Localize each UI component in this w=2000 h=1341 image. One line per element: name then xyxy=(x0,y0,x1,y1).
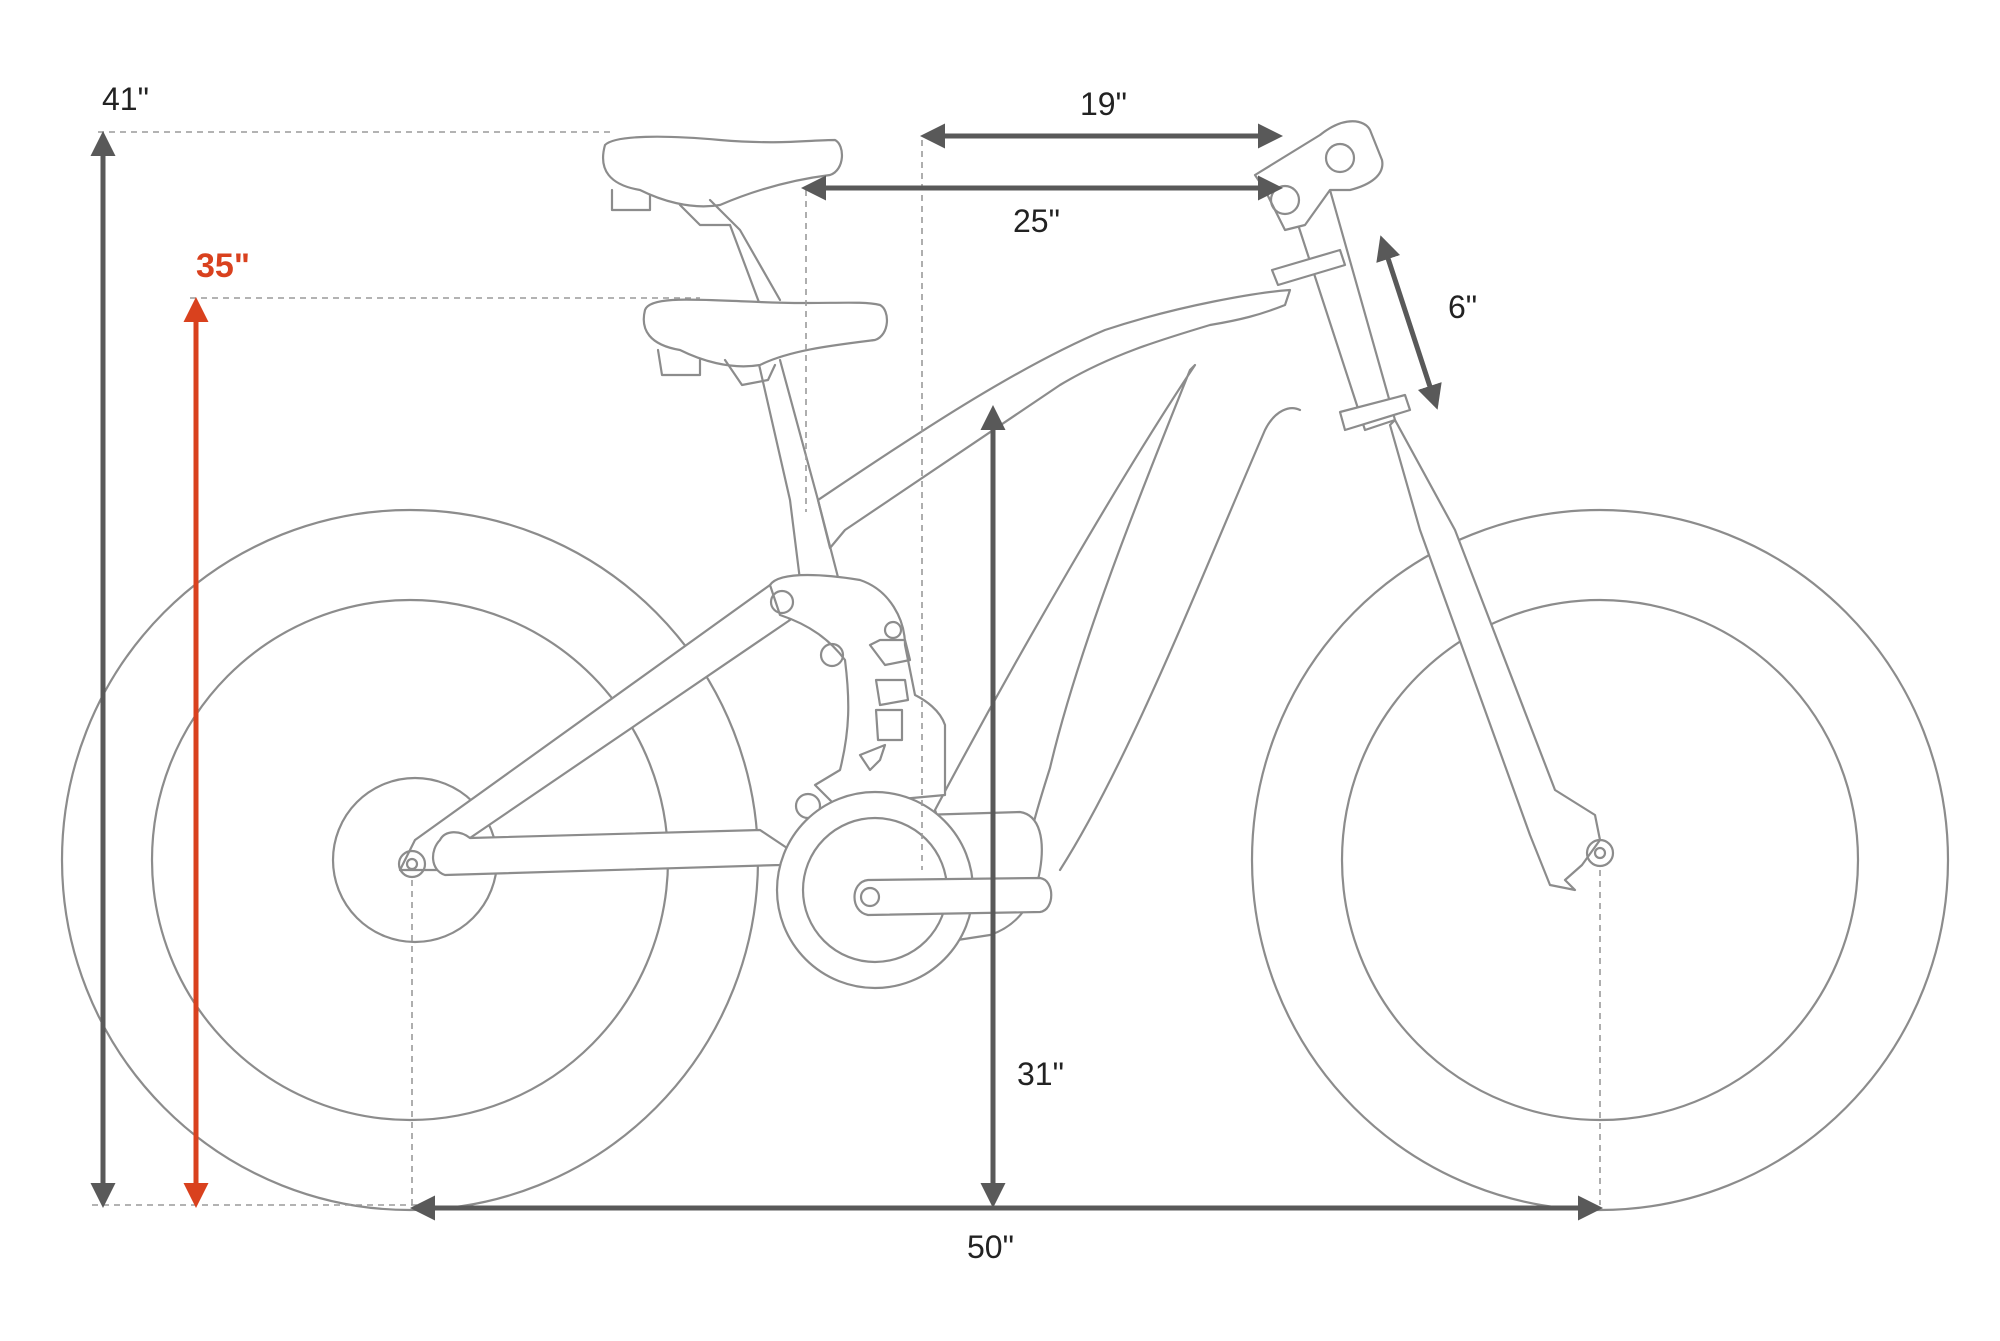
front-axle xyxy=(1585,838,1615,868)
reach-label: 19" xyxy=(1080,86,1127,122)
down-tube-outer xyxy=(1058,407,1302,872)
fork xyxy=(1388,418,1602,892)
rear-axle xyxy=(397,849,427,879)
suspension-linkage xyxy=(768,573,947,807)
seat-tube xyxy=(756,358,842,587)
saddle-low xyxy=(642,298,888,368)
stem-adjust-arrow xyxy=(1376,235,1442,410)
max-seat-height-label: 41" xyxy=(102,81,149,117)
min-seat-height-label: 35" xyxy=(196,247,250,285)
reference-lines xyxy=(92,131,1601,1206)
wheelbase-label: 50" xyxy=(967,1229,1014,1265)
head-tube xyxy=(1288,188,1397,432)
bike-illustration xyxy=(60,120,1950,1212)
main-frame xyxy=(816,288,1292,550)
stem-adjust-label: 6" xyxy=(1448,289,1477,325)
motor-and-crank xyxy=(775,790,1053,990)
standover-label: 31" xyxy=(1017,1056,1064,1092)
chainstay xyxy=(432,828,792,877)
saddle-high xyxy=(602,135,843,208)
top-tube-label: 25" xyxy=(1013,203,1060,239)
